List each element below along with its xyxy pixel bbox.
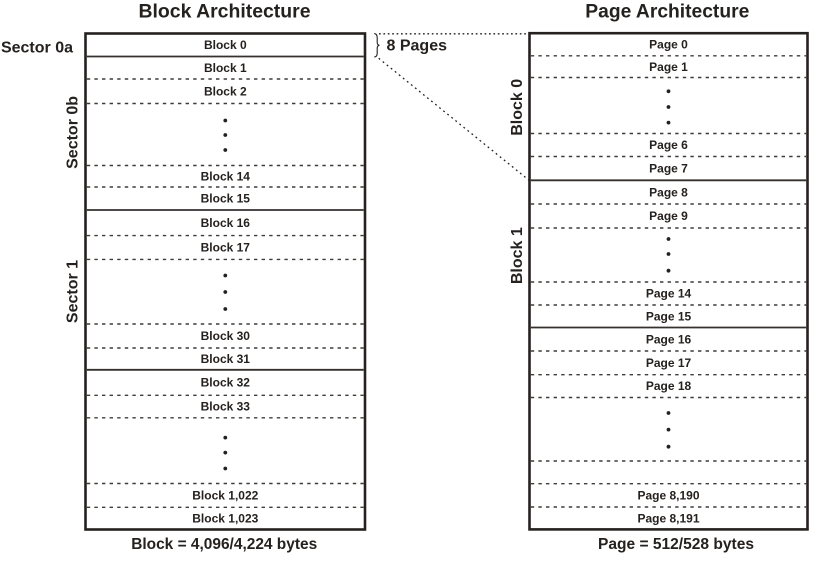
svg-text:Page Architecture: Page Architecture <box>585 1 749 23</box>
svg-text:Block 31: Block 31 <box>201 352 251 366</box>
svg-text:Page 9: Page 9 <box>649 209 688 223</box>
svg-text:Page = 512/528 bytes: Page = 512/528 bytes <box>598 536 754 553</box>
svg-text:Block 1,022: Block 1,022 <box>192 489 258 503</box>
svg-text:Block 1: Block 1 <box>509 227 526 284</box>
svg-text:Page 15: Page 15 <box>646 309 692 323</box>
svg-text:Block 17: Block 17 <box>201 241 251 255</box>
svg-text:Block 32: Block 32 <box>201 376 251 390</box>
svg-text:Block 15: Block 15 <box>201 192 251 206</box>
svg-text:Page 7: Page 7 <box>649 162 688 176</box>
svg-text:Block 2: Block 2 <box>204 84 247 98</box>
svg-text:Page 1: Page 1 <box>649 60 688 74</box>
svg-text:Sector 0b: Sector 0b <box>65 96 82 169</box>
svg-text:Page 0: Page 0 <box>649 38 688 52</box>
svg-text:Page 17: Page 17 <box>646 356 692 370</box>
svg-text:Block 1: Block 1 <box>204 61 247 75</box>
svg-text:Page 18: Page 18 <box>646 379 692 393</box>
svg-text:Block = 4,096/4,224 bytes: Block = 4,096/4,224 bytes <box>131 536 317 553</box>
svg-text:Page 8: Page 8 <box>649 185 688 199</box>
svg-text:Sector 0a: Sector 0a <box>1 39 73 56</box>
svg-text:Block 30: Block 30 <box>201 329 251 343</box>
svg-text:Page 8,191: Page 8,191 <box>637 511 699 525</box>
svg-text:Block 1,023: Block 1,023 <box>192 512 258 526</box>
svg-text:Block 33: Block 33 <box>201 400 251 414</box>
svg-text:Page 14: Page 14 <box>646 287 692 301</box>
svg-text:Block 0: Block 0 <box>509 79 526 136</box>
svg-text:Page 8,190: Page 8,190 <box>637 489 699 503</box>
svg-text:Block Architecture: Block Architecture <box>139 1 311 23</box>
svg-text:Block 16: Block 16 <box>201 216 251 230</box>
svg-text:Page 16: Page 16 <box>646 332 692 346</box>
svg-text:8 Pages: 8 Pages <box>387 37 448 54</box>
svg-text:Block 0: Block 0 <box>204 38 247 52</box>
svg-text:Page 6: Page 6 <box>649 138 688 152</box>
svg-text:Block 14: Block 14 <box>201 169 251 183</box>
svg-text:Sector 1: Sector 1 <box>65 260 82 323</box>
